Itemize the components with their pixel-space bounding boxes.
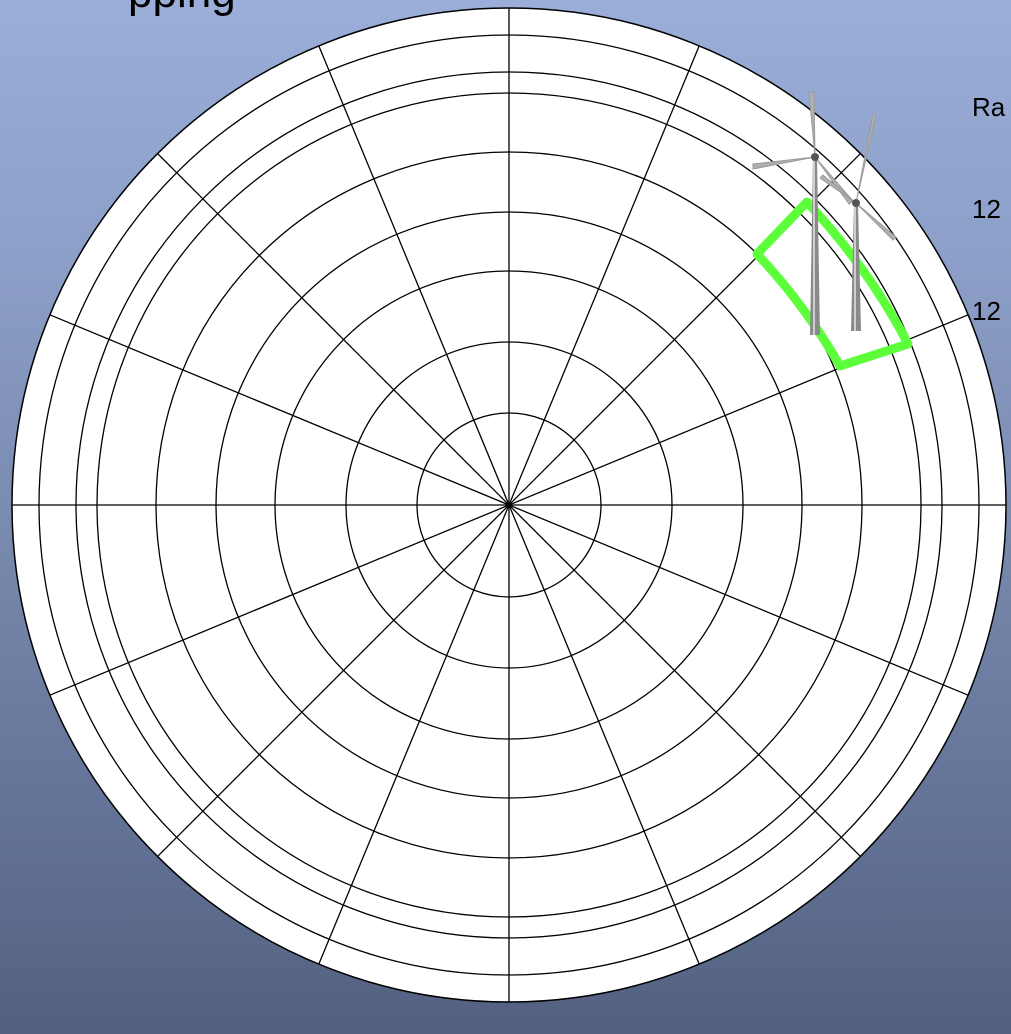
wind-turbine-icon xyxy=(752,91,854,335)
side-label-12-first: 12 xyxy=(972,194,1001,224)
slide-title: pping xyxy=(128,0,236,18)
polar-grid-spoke xyxy=(49,314,969,696)
wind-turbine-icon xyxy=(819,113,897,331)
side-label-ra: Ra xyxy=(972,92,1006,122)
side-label-list: Ra 12 12 xyxy=(972,22,1005,362)
polar-grid-spokes xyxy=(12,8,1006,1002)
side-label-12-second: 12 xyxy=(972,296,1001,326)
highlighted-grid-cell xyxy=(752,197,913,371)
